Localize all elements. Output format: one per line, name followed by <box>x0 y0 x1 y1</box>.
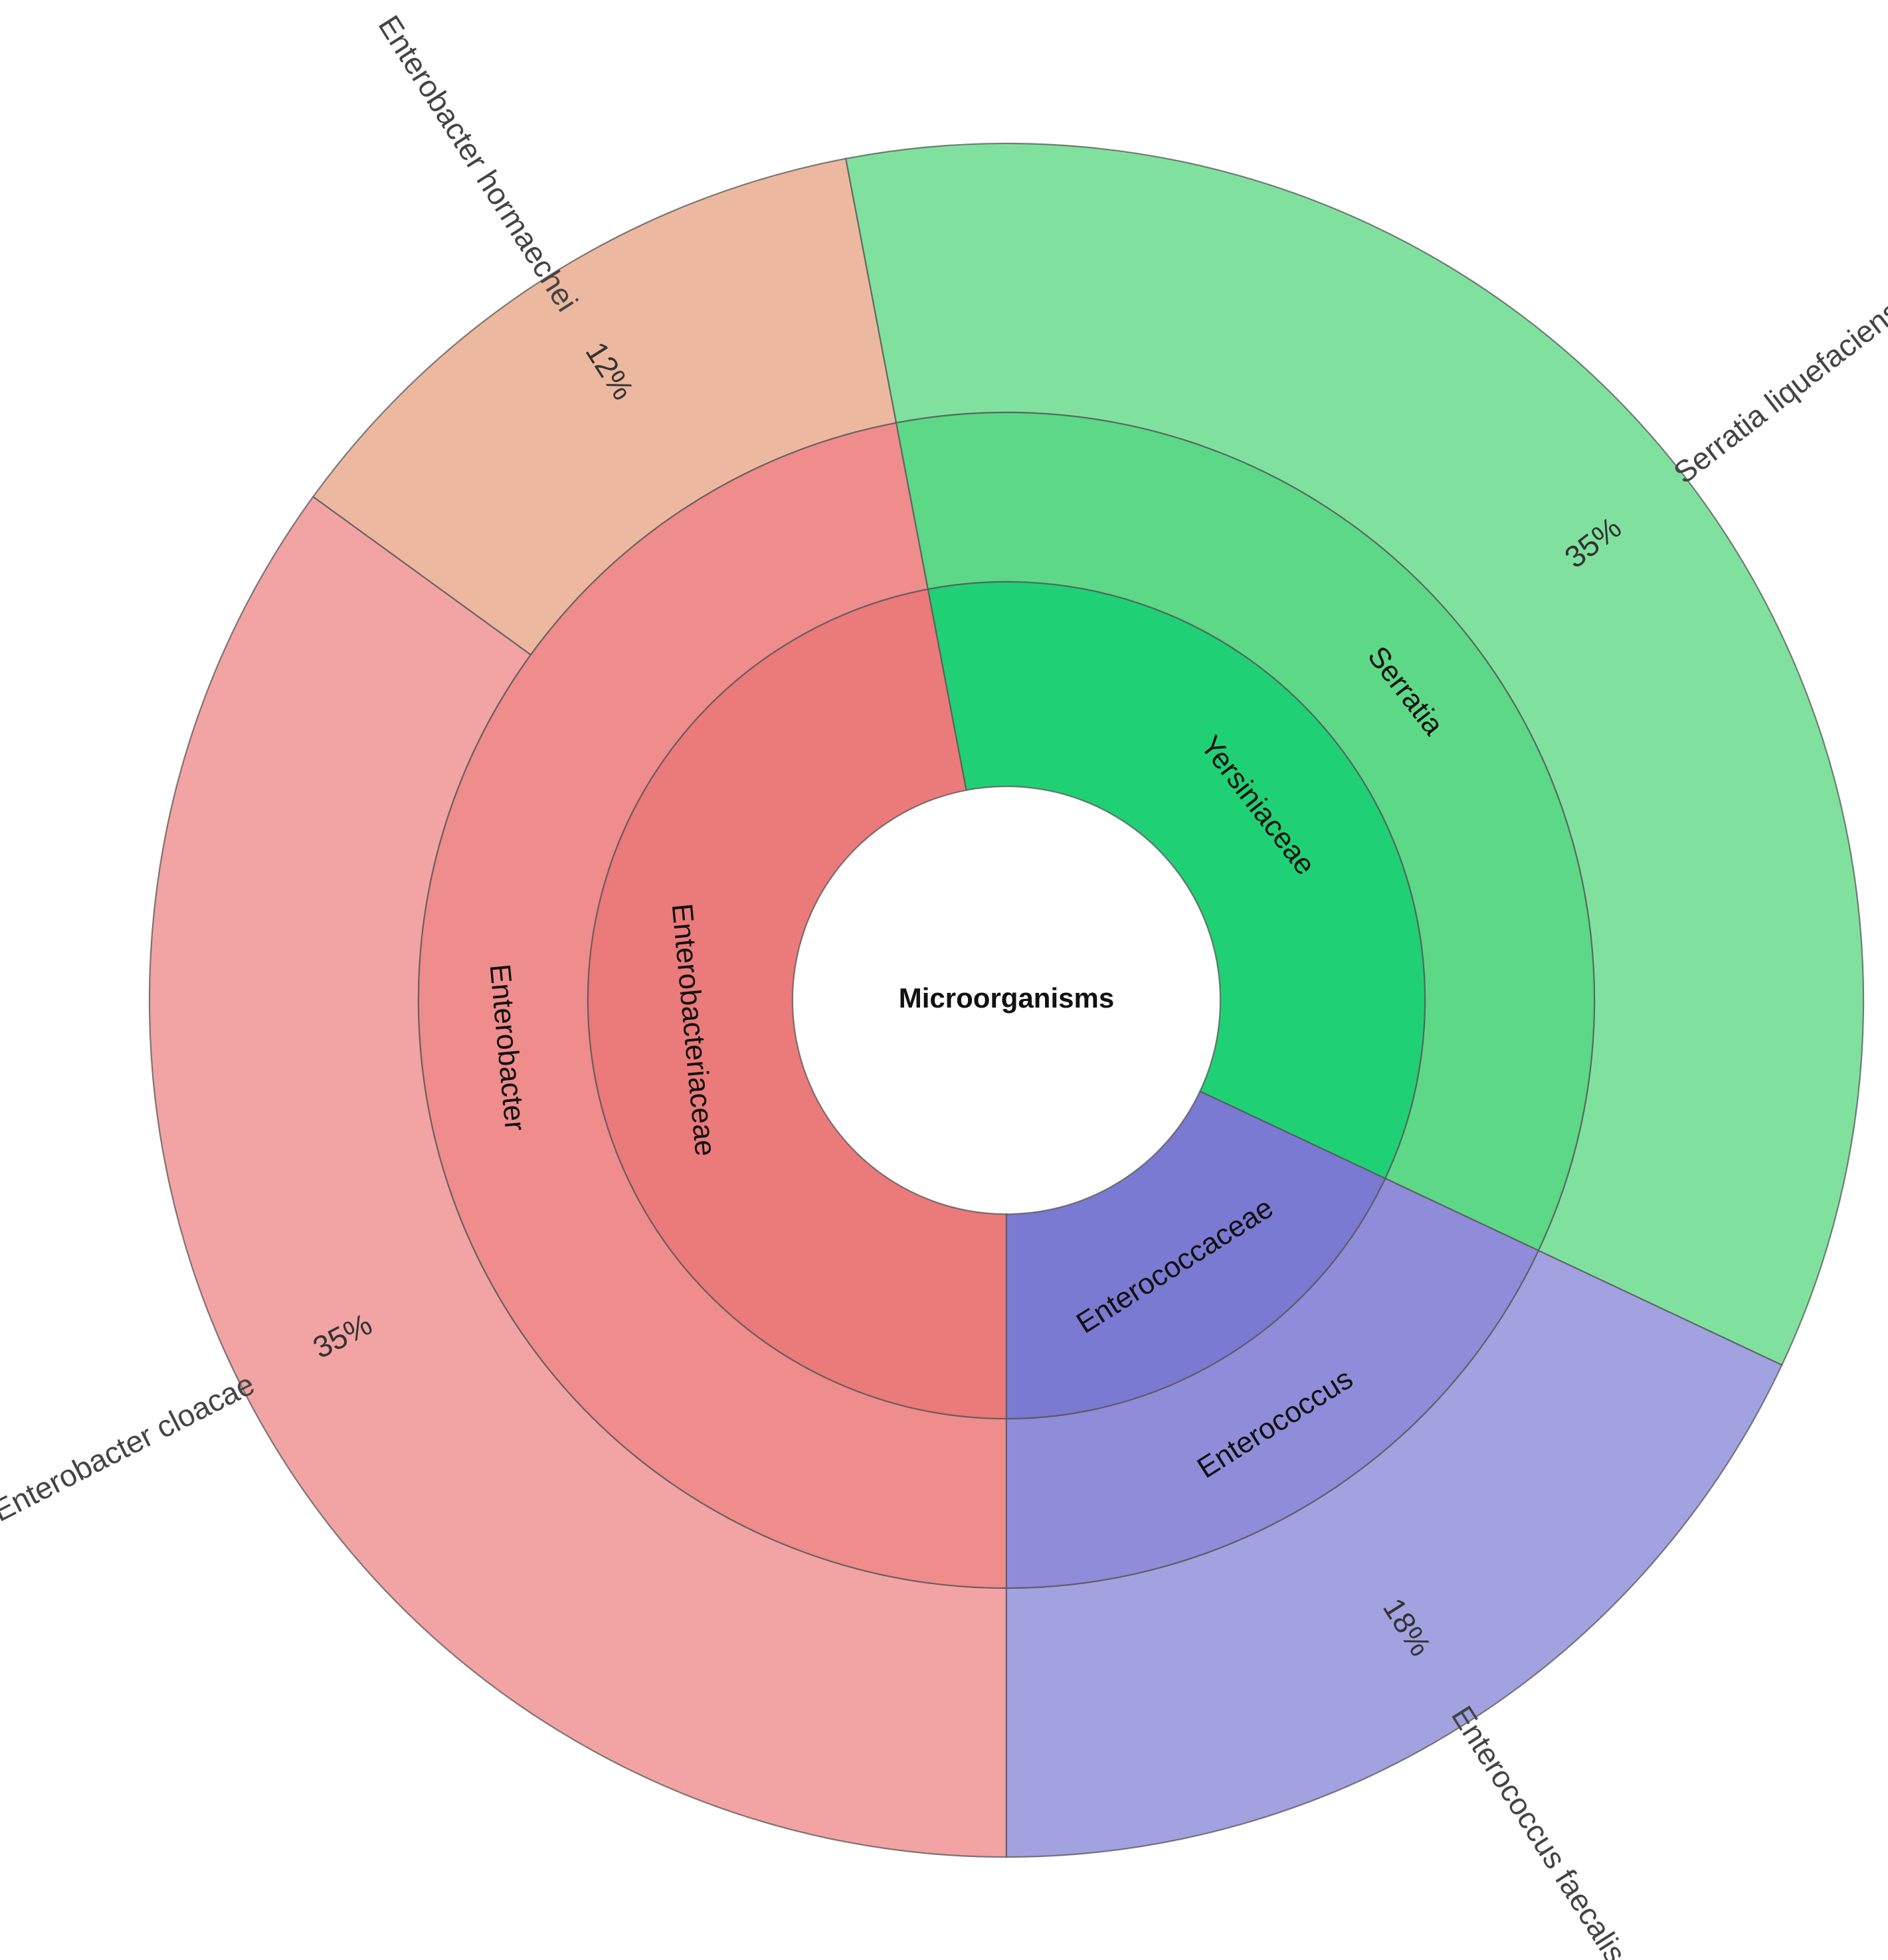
root-label: Microorganisms <box>899 982 1114 1014</box>
species-label-enterococcus-faecalis: Enterococcus faecalis <box>1445 1700 1634 1960</box>
sunburst-arcs <box>148 142 1865 1858</box>
family-arc-enterococcaceae[interactable] <box>1005 1090 1386 1420</box>
species-label-enterobacter-hormaechei: Enterobacter hormaechei <box>372 9 585 317</box>
family-arc-yersiniaceae[interactable] <box>927 580 1426 1180</box>
species-label-serratia-liquefaciens: Serratia liquefaciens <box>1667 293 1888 490</box>
family-arc-enterobacteriaceae[interactable] <box>587 588 1008 1420</box>
species-label-enterobacter-cloacae: Enterobacter cloacae <box>0 1366 260 1528</box>
